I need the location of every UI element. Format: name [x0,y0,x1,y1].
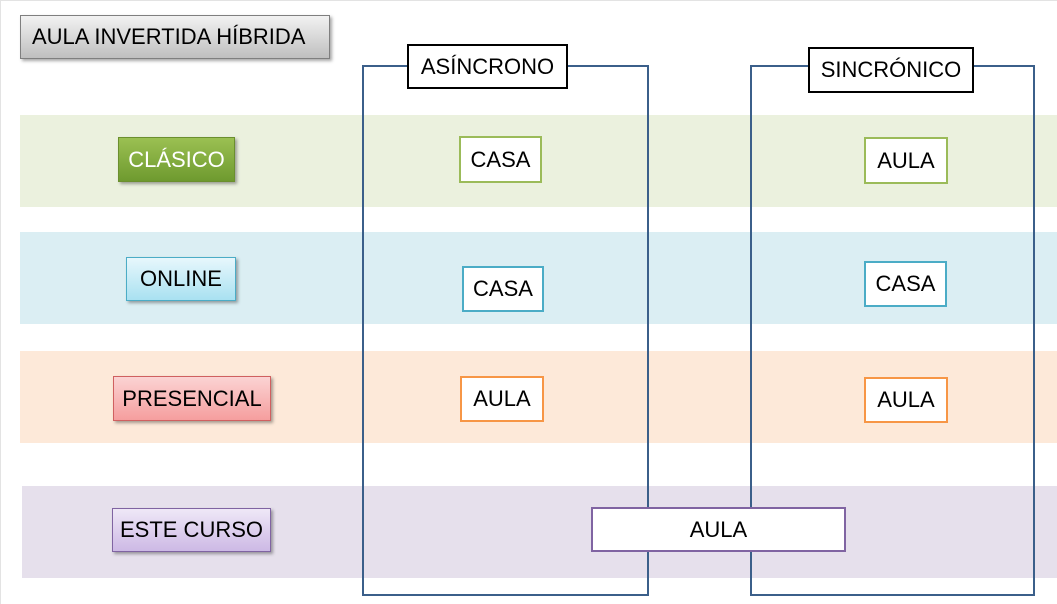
cell-presencial-sync: AULA [864,377,948,423]
cell-este-curso-both: AULA [591,507,846,552]
row-label-este-curso: ESTE CURSO [112,508,271,552]
cell-online-sync: CASA [864,261,947,307]
cell-online-async: CASA [462,266,544,312]
frame-left-line [0,0,1,604]
frame-top-line [0,0,1057,1]
asynchronous-header: ASÍNCRONO [407,44,568,89]
cell-clasico-sync: AULA [864,137,948,184]
cell-clasico-async: CASA [459,136,542,183]
diagram-title: AULA INVERTIDA HÍBRIDA [20,15,330,59]
row-label-presencial: PRESENCIAL [113,376,271,421]
row-label-clasico: CLÁSICO [118,137,235,182]
cell-presencial-async: AULA [460,376,544,422]
synchronous-header: SINCRÓNICO [808,47,974,93]
row-label-online: ONLINE [126,257,236,301]
